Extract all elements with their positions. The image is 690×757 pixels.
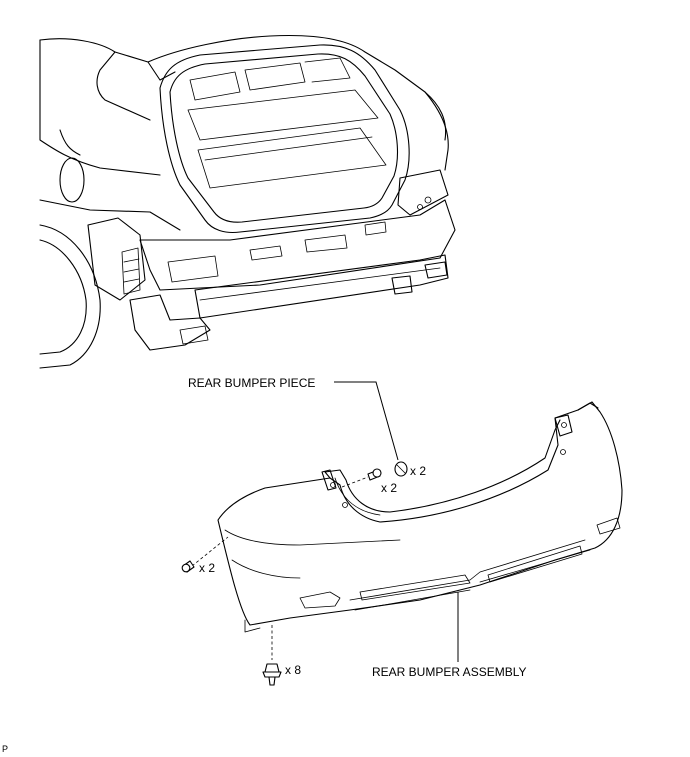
top-screw-quantity: x 2: [381, 481, 397, 495]
rear-bumper-piece-clip: [394, 461, 408, 477]
rear-bumper-piece-leader: [334, 381, 399, 461]
bottom-clip-icon: [262, 625, 282, 686]
top-screw-icon: [341, 468, 382, 488]
vehicle-rear-illustration: [39, 35, 456, 369]
side-screw-icon: [181, 536, 229, 573]
rear-bumper-piece-label: REAR BUMPER PIECE: [188, 376, 315, 390]
corner-code: P: [2, 744, 8, 754]
bottom-clip-quantity: x 8: [285, 663, 301, 677]
piece-clip-quantity: x 2: [410, 464, 426, 478]
rear-bumper-assembly-label: REAR BUMPER ASSEMBLY: [372, 665, 527, 679]
side-screw-quantity: x 2: [199, 561, 215, 575]
rear-bumper-illustration: [217, 401, 623, 633]
